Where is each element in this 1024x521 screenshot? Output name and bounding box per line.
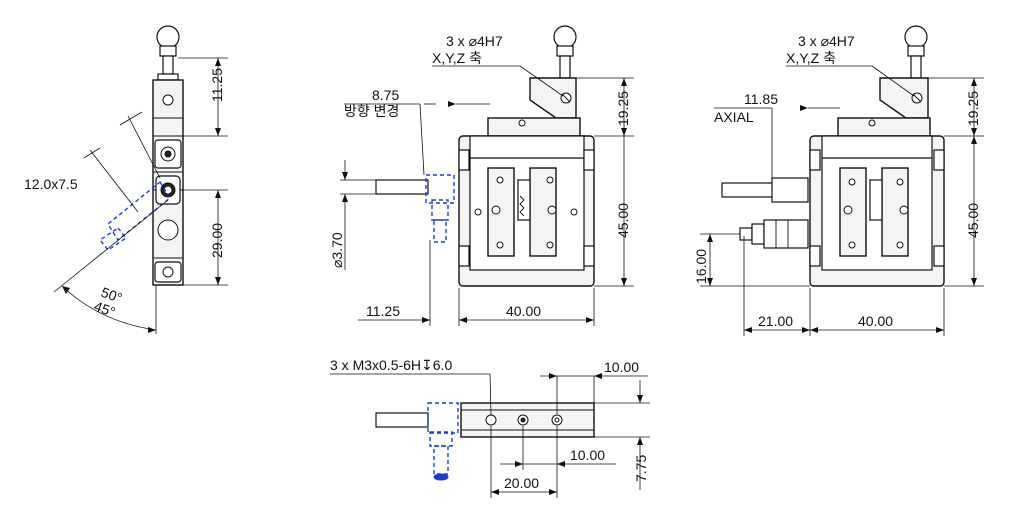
dim-29-00-label: 29.00 bbox=[209, 223, 225, 258]
bottom-thread-callout: 3 x M3x0.5-6H↧6.0 bbox=[330, 357, 452, 373]
dim-16-00-label: 16.00 bbox=[693, 249, 709, 284]
dim-11-25-top-label: 11.25 bbox=[209, 68, 225, 102]
dim-40-00-front-label: 40.00 bbox=[506, 303, 541, 319]
left-side-view: 11.25 29.00 12.0x7.5 50° 45° bbox=[24, 25, 228, 334]
dim-11-25-bottom-label: 11.25 bbox=[366, 303, 400, 319]
angle-50-label: 50° bbox=[99, 284, 124, 306]
right-axes-label: X,Y,Z 축 bbox=[786, 50, 836, 66]
bottom-view: 3 x M3x0.5-6H↧6.0 10.00 7.75 10.00 20.00 bbox=[330, 357, 650, 498]
dim-45-00-right-label: 45.00 bbox=[965, 203, 981, 238]
dim-10-00-bottom-label: 10.00 bbox=[570, 447, 605, 463]
dir-change-text: 방향 변경 bbox=[344, 103, 399, 119]
dir-change-value: 8.75 bbox=[372, 87, 399, 103]
right-hole-callout: 3 x ⌀4H7 bbox=[798, 33, 855, 49]
dim-12x7-5-label: 12.0x7.5 bbox=[24, 176, 78, 192]
front-hole-callout: 3 x ⌀4H7 bbox=[446, 33, 503, 49]
dim-21-00-label: 21.00 bbox=[758, 313, 793, 329]
dim-19-25-front-label: 19.25 bbox=[615, 91, 631, 126]
dim-45-00-front-label: 45.00 bbox=[615, 203, 631, 238]
axial-text: AXIAL bbox=[714, 109, 754, 125]
right-view: 3 x ⌀4H7 X,Y,Z 축 11.85 AXIAL 19.25 45.00… bbox=[693, 25, 984, 336]
dim-dia-3-70-label: ⌀3.70 bbox=[329, 232, 345, 268]
front-view: 3 x ⌀4H7 X,Y,Z 축 8.75 방향 변경 19.25 45.00 … bbox=[329, 25, 634, 326]
axial-value: 11.85 bbox=[744, 91, 778, 107]
dim-7-75-label: 7.75 bbox=[633, 455, 649, 482]
angle-45-label: 45° bbox=[92, 298, 117, 320]
dim-40-00-right-label: 40.00 bbox=[858, 313, 893, 329]
dim-20-00-label: 20.00 bbox=[504, 475, 539, 491]
dim-19-25-right-label: 19.25 bbox=[965, 91, 981, 126]
front-axes-label: X,Y,Z 축 bbox=[432, 50, 482, 66]
dim-10-00-top-label: 10.00 bbox=[604, 359, 639, 375]
